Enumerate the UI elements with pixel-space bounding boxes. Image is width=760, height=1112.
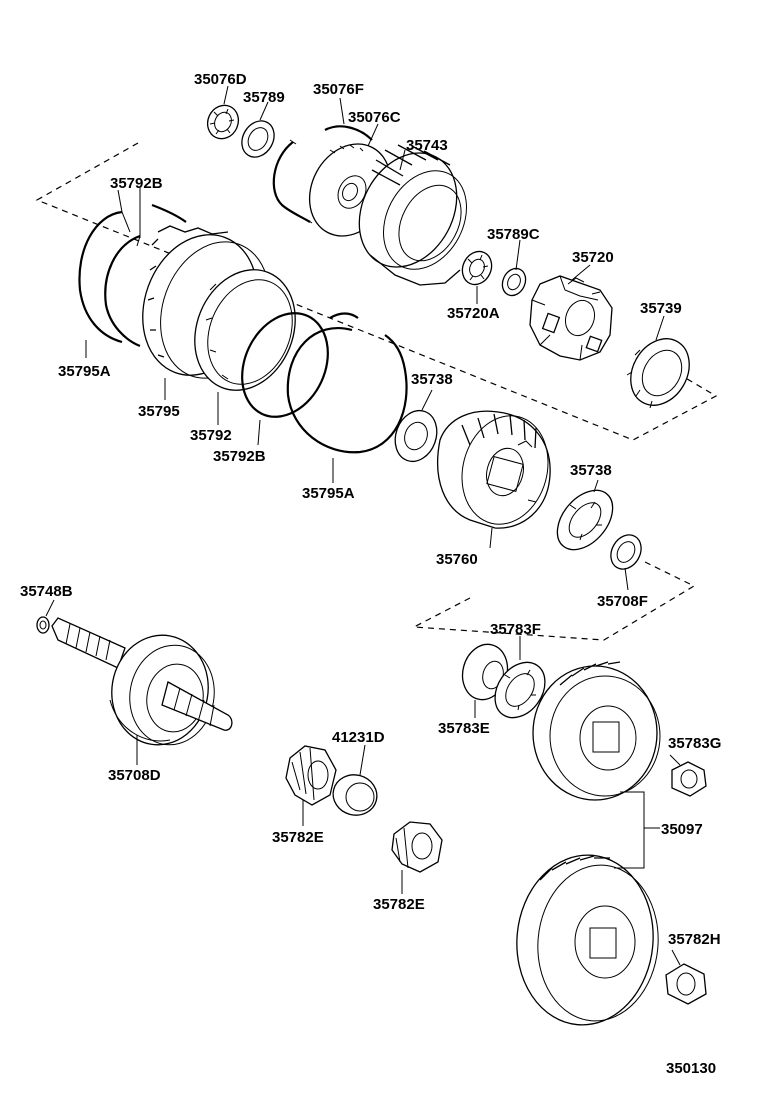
needle-bearing-35720A	[461, 250, 493, 286]
clutch-ring-35792	[194, 269, 296, 391]
label-35739: 35739	[640, 300, 682, 317]
snap-ring-35792B-bottom	[241, 312, 329, 418]
nut-35782H	[665, 963, 707, 1005]
pinion-gear-35782E-upper	[285, 745, 337, 806]
label-35743: 35743	[406, 137, 448, 154]
nut-35783G	[671, 761, 707, 797]
label-35748B: 35748B	[20, 583, 73, 600]
label-35782E-left: 35782E	[272, 829, 324, 846]
label-35076C: 35076C	[348, 109, 401, 126]
snap-ring-35795A-right	[286, 327, 408, 454]
label-35097: 35097	[661, 821, 703, 838]
lower-group-dashed-boundary	[411, 561, 696, 641]
label-35708F: 35708F	[597, 593, 648, 610]
label-35783F: 35783F	[490, 621, 541, 638]
label-35738-top: 35738	[411, 371, 453, 388]
bearing-35708F	[610, 534, 642, 570]
leader-lines	[45, 85, 681, 966]
label-35076F: 35076F	[313, 81, 364, 98]
thrust-washer-35738-right	[556, 489, 614, 551]
label-35782H: 35782H	[668, 931, 721, 948]
snap-ring-35792B-top	[104, 234, 141, 348]
label-35792: 35792	[190, 427, 232, 444]
label-35708D: 35708D	[108, 767, 161, 784]
label-35738-right: 35738	[570, 462, 612, 479]
label-35792B-bottom: 35792B	[213, 448, 266, 465]
label-35795: 35795	[138, 403, 180, 420]
planetary-carrier-35720	[529, 275, 613, 361]
label-35783G: 35783G	[668, 735, 721, 752]
label-35782E-bottom: 35782E	[373, 896, 425, 913]
label-35789C: 35789C	[487, 226, 540, 243]
snap-ring-35748B	[36, 616, 50, 634]
label-35783E: 35783E	[438, 720, 490, 737]
label-35795A-left: 35795A	[58, 363, 111, 380]
ring-gear-35743	[358, 144, 467, 286]
label-41231D: 41231D	[332, 729, 385, 746]
output-shaft-35708D	[51, 617, 233, 746]
bearing-35783F	[494, 661, 546, 719]
figure-code: 350130	[666, 1060, 716, 1077]
upper-group-dashed-boundary	[35, 142, 718, 441]
bearing-35739	[626, 338, 690, 409]
counter-driven-gear-35097-top	[532, 661, 661, 801]
label-35076D: 35076D	[194, 71, 247, 88]
bearing-race-35789C	[501, 267, 527, 297]
needle-bearing-35076D	[206, 104, 240, 140]
label-35792B-top: 35792B	[110, 175, 163, 192]
label-35760: 35760	[436, 551, 478, 568]
label-35795A-right: 35795A	[302, 485, 355, 502]
counter-drive-gear-35097-bottom	[516, 854, 659, 1026]
snap-ring-35076F	[272, 141, 311, 223]
clutch-drum-35760	[437, 410, 551, 529]
thrust-washer-35738-top	[394, 409, 438, 463]
label-35720A: 35720A	[447, 305, 500, 322]
bearing-race-35789	[241, 120, 275, 158]
thrust-washer-41231D	[332, 774, 378, 816]
snap-ring-35795A-left	[78, 210, 123, 344]
pinion-gear-35782E-lower	[391, 821, 443, 873]
label-35789: 35789	[243, 89, 285, 106]
label-35720: 35720	[572, 249, 614, 266]
